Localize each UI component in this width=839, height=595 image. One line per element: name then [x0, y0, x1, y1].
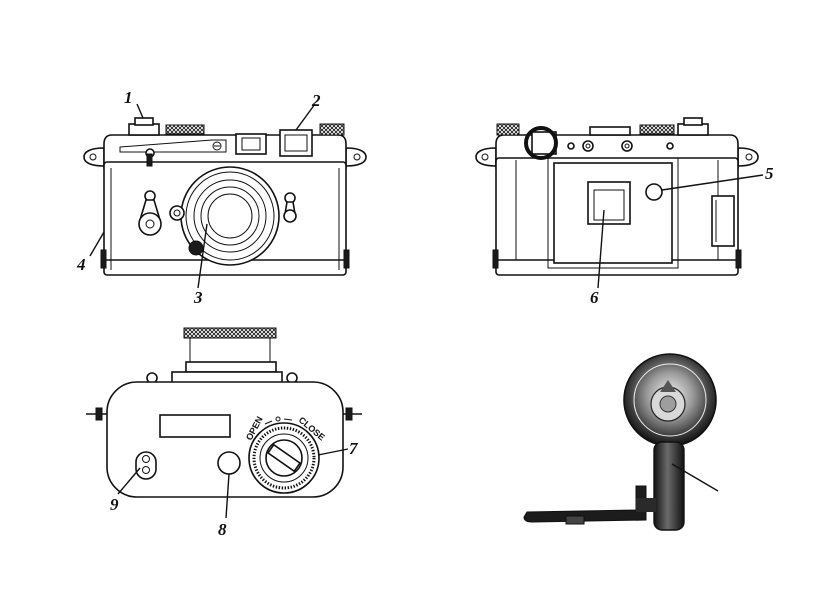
rewind-knob — [320, 124, 344, 135]
rewind-release — [136, 452, 156, 479]
strap-lug-right — [346, 148, 366, 166]
bulb-center — [660, 396, 676, 412]
side-tab-right-back — [736, 250, 741, 268]
accessory-shoe-back — [590, 127, 630, 135]
self-timer-lever — [139, 213, 161, 235]
side-tab-left-back — [493, 250, 498, 268]
callout-1: 1 — [124, 88, 133, 107]
strap-pin-right-block — [346, 408, 352, 420]
strap-lug-left-back — [476, 148, 496, 166]
lens-release — [284, 210, 296, 222]
frame-counter — [646, 184, 662, 200]
strap-pin-left-block — [96, 408, 102, 420]
side-tab-left — [101, 250, 106, 268]
focus-tab — [189, 241, 203, 255]
back-screw-4 — [667, 143, 673, 149]
rangefinder-window — [236, 134, 266, 154]
callout-2: 2 — [311, 91, 321, 110]
callout-5: 5 — [765, 164, 774, 183]
leader-line-1 — [137, 104, 143, 118]
bracket-screw — [566, 516, 584, 524]
callout-8: 8 — [218, 520, 227, 539]
callout-4: 4 — [76, 255, 86, 274]
side-latch — [712, 196, 734, 246]
front-view: 1 2 3 4 — [76, 88, 366, 307]
tripod-socket — [218, 452, 240, 474]
flash-handle — [654, 442, 684, 530]
callout-7: 7 — [349, 439, 359, 458]
flash-bracket — [524, 486, 646, 522]
side-tab-right — [344, 250, 349, 268]
callout-6: 6 — [590, 288, 599, 307]
name-plate — [160, 415, 230, 437]
back-screw-3 — [622, 141, 632, 151]
strap-lug-right-back — [738, 148, 758, 166]
back-screw-2 — [583, 141, 593, 151]
back-view: 5 6 — [476, 118, 774, 307]
advance-knob — [166, 125, 204, 134]
callout-9: 9 — [110, 495, 119, 514]
selector-lever — [147, 154, 152, 166]
shutter-button-top-back — [684, 118, 702, 125]
knob-base — [186, 362, 276, 372]
callout-3: 3 — [193, 288, 203, 307]
bottom-view: OPEN CLOSE 7 8 9 — [86, 328, 362, 539]
top-knurled-knob — [184, 328, 276, 338]
bracket-joint — [636, 498, 656, 512]
strap-lug-left — [84, 148, 104, 166]
flash-unit — [524, 354, 718, 530]
flash-sync-socket — [170, 206, 184, 220]
back-screw-1 — [568, 143, 574, 149]
shutter-button-top — [135, 118, 153, 125]
advance-knob-back — [640, 125, 674, 134]
rewind-knob-back — [497, 124, 519, 135]
